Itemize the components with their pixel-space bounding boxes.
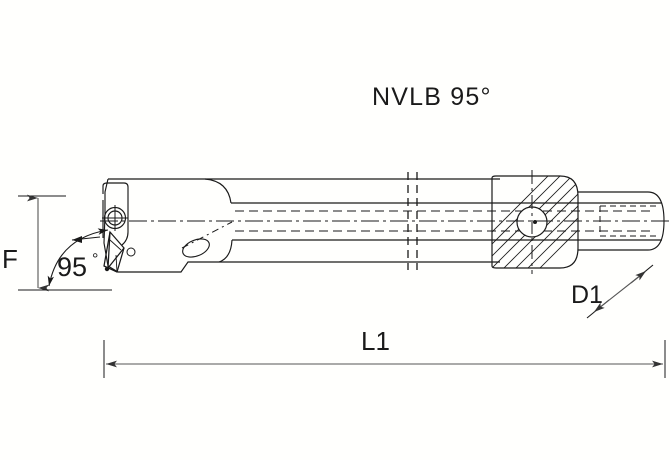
coolant-outlet [182,238,210,258]
dimension-label-D1: D1 [571,281,603,309]
d1-dimension-arrow [593,270,647,313]
angle-arc [47,228,109,287]
coolant-channel-head [181,221,233,249]
break-line-left [407,172,418,270]
dimension-L1: L1 [103,326,666,378]
dimension-label-F: F [2,244,18,274]
dimension-label-95: 95 [57,252,87,282]
screw-hole-detail [126,247,136,257]
dimension-label-L1: L1 [361,326,390,356]
degree-symbol: ° [92,251,98,268]
coolant-channel [235,210,655,232]
drawing-title: NVLB 95° [372,83,492,111]
cutting-insert [103,230,125,273]
dimension-D1: D1 [571,264,654,319]
cross-section-view [491,170,579,274]
clamp-screw [102,205,128,231]
dimension-lead-angle: 95 ° [24,228,112,291]
shank-body [205,178,662,263]
tool-assembly [71,170,665,274]
insert-nose-tip [104,266,110,272]
tool-head-outline [103,178,233,273]
